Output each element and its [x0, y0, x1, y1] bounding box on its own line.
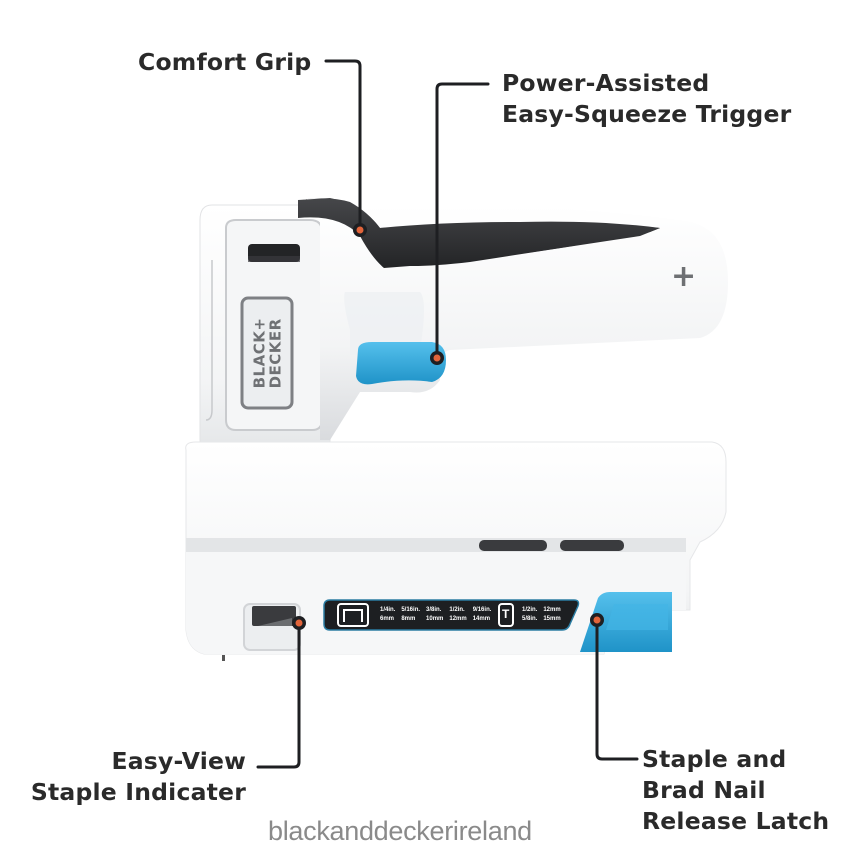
callout-line-trigger [435, 82, 490, 355]
size-col: 3/8in.10mm [426, 607, 444, 622]
brand-badge-frame [240, 296, 294, 410]
size-col: 1/2in.12mm [449, 607, 467, 622]
callout-staple-indicator: Easy-View Staple Indicater [30, 747, 246, 806]
callout-line-staple-indicator [256, 624, 301, 769]
callout-trigger: Power-Assisted Easy-Squeeze Trigger [502, 69, 792, 128]
watermark: blackanddeckerireland [268, 816, 532, 846]
brad-nail-icon: T [502, 607, 510, 621]
callout-comfort-grip: Comfort Grip [138, 48, 312, 76]
size-col: 1/2in.5/8in. [522, 607, 538, 622]
brand-line-2: DECKER [266, 318, 284, 389]
callout-release-latch: Staple and Brad Nail Release Latch [642, 745, 830, 835]
size-col: 9/16in.14mm [472, 607, 492, 622]
magazine-housing [185, 441, 727, 661]
callout-line-release-latch [595, 620, 639, 761]
size-col: 1/4in.6mm [380, 607, 396, 622]
size-col: 5/16in.8mm [401, 607, 421, 622]
brand-logo: BLACK+ DECKER [242, 298, 292, 408]
callout-dots [292, 223, 604, 630]
plus-icon: + [671, 259, 697, 294]
callout-line-comfort-grip [324, 59, 362, 228]
brand-line-1: BLACK+ [250, 317, 268, 389]
trigger[interactable] [356, 342, 446, 385]
staple-size-label: 1/4in.6mm 5/16in.8mm 3/8in.10mm 1/2in.12… [380, 600, 620, 630]
